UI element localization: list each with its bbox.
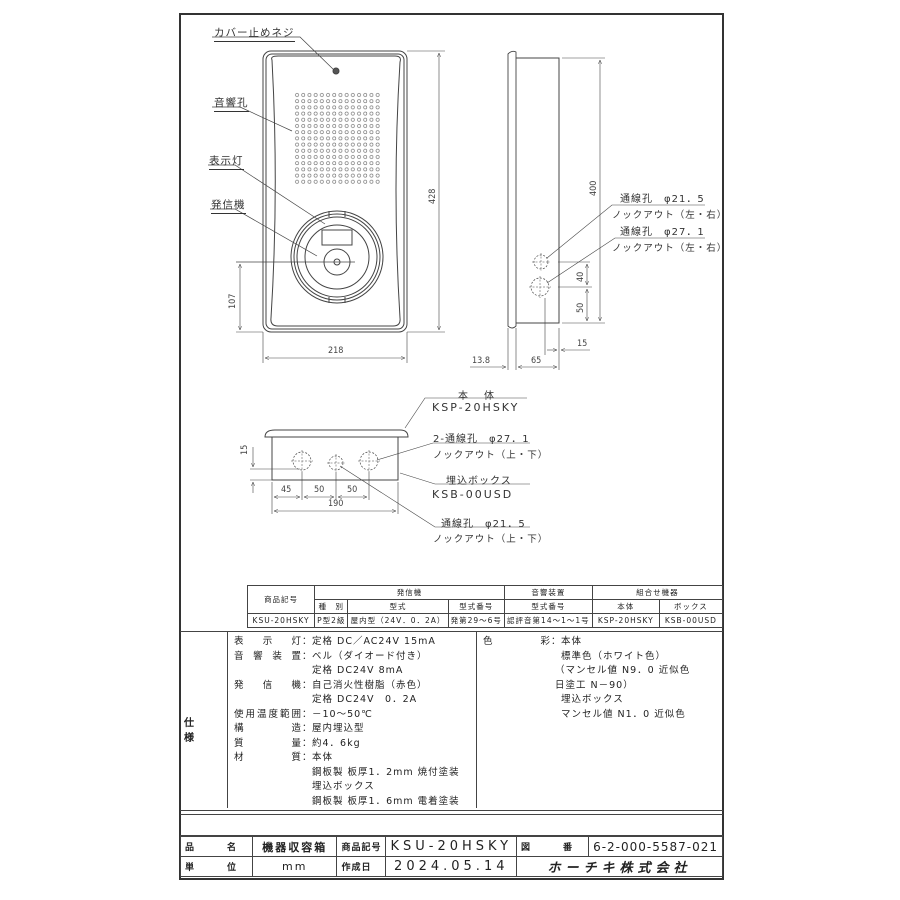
cell-body: KSP-20HSKY (591, 613, 660, 628)
label-knockout-27-1-bottom: 2-通線孔 φ27．1 (433, 434, 530, 445)
spec-value: 鋼板製 板厚1．2mm 焼付塗装 (312, 766, 460, 778)
bottom-view (250, 397, 530, 528)
code-label: 商品記号 (336, 836, 387, 857)
spec-value: 定格 DC24V 0．2A (312, 694, 418, 705)
drawing-sheet-border (179, 13, 724, 880)
spec-value: ベル（ダイオード付き） (312, 650, 428, 662)
label-knockout-21-5-bottom-sub: ノックアウト（上・下） (433, 534, 549, 545)
th-product-code: 商品記号 (246, 585, 316, 614)
label-knockout-21-5-side: 通線孔 φ21．5 (620, 194, 705, 205)
date-label: 作成日 (336, 856, 387, 877)
dim-hole-height-15: 15 (240, 444, 250, 455)
spec-value: 本体 (312, 752, 334, 763)
spec-key: 使用温度範囲 (234, 708, 302, 720)
dim-depth-65: 65 (531, 356, 542, 366)
spec-right-column: 色彩：本体 標準色（ホワイト色） （マンセル値 N9．0 近似色 日塗工 N－9… (483, 635, 719, 722)
th-body: 本体 (591, 599, 660, 614)
dim-total-190: 190 (328, 499, 344, 509)
dim-cover-13-8: 13.8 (472, 356, 491, 366)
th-model: 型式 (347, 599, 449, 614)
dim-transmitter-107: 107 (228, 293, 238, 309)
spec-value: 定格 DC／AC24V 15mA (312, 636, 436, 647)
label-body-model: KSP-20HSKY (432, 401, 520, 414)
dim-offset-50a: 50 (314, 485, 325, 495)
dim-height-428: 428 (428, 188, 438, 204)
th-sounder: 音響装置 (503, 585, 593, 600)
th-type: 種 別 (314, 599, 349, 614)
cell-type: P型2級 (314, 613, 349, 628)
spec-key: 色彩 (483, 636, 551, 647)
spec-left-column: 表示灯：定格 DC／AC24V 15mA 音響装置：ベル（ダイオード付き） 定格… (234, 635, 474, 809)
spec-value: －10～50℃ (312, 708, 373, 720)
spec-key: 構造 (234, 723, 302, 734)
label-knockout-21-5-bottom: 通線孔 φ21．5 (441, 519, 526, 530)
code-value: KSU-20HSKY (385, 836, 518, 857)
spec-value: 本体 (561, 636, 583, 647)
spec-value: 定格 DC24V 8mA (312, 665, 404, 676)
spec-value: （マンセル値 N9．0 近似色 (555, 665, 691, 676)
front-view (208, 36, 445, 363)
label-indicator-lamp: 表示灯 (209, 153, 244, 170)
spec-section-label: 仕 様 (180, 632, 228, 808)
label-knockout-27-1-side-sub: ノックアウト（左・右） (612, 243, 728, 254)
drawing-no-label: 図 番 (516, 836, 590, 857)
label-transmitter: 発信機 (211, 197, 246, 214)
drawing-no-value: 6-2-000-5587-021 (588, 836, 723, 857)
cell-box: KSB-00USD (658, 613, 724, 628)
dim-box-height-400: 400 (589, 180, 599, 196)
cell-sounder-model-number: 認評音第14～1～1号 (503, 613, 593, 628)
spec-value: 約4．6kg (312, 737, 361, 749)
product-row: KSU-20HSKY P型2級 屋内型（24V．0．2A） 発第29～6号 認評… (246, 613, 724, 628)
label-knockout-27-1-bottom-sub: ノックアウト（上・下） (433, 450, 549, 461)
label-embed-box: 埋込ボックス (446, 476, 512, 487)
th-box: ボックス (658, 599, 724, 614)
spec-key: 発信機 (234, 679, 302, 691)
th-transmitter: 発信機 (314, 585, 505, 600)
spec-value: 標準色（ホワイト色） (561, 650, 667, 662)
spec-key: 表示灯 (234, 636, 302, 647)
spec-value: マンセル値 N1．0 近似色 (561, 708, 686, 720)
title-block: 品 名 機器収容箱 商品記号 KSU-20HSKY 図 番 6-2-000-55… (179, 814, 723, 877)
spec-divider (476, 632, 477, 808)
product-table: 商品記号 発信機 音響装置 組合せ機器 種 別 型式 型式番号 型式番号 本体 … (246, 585, 724, 628)
spec-key: 音響装置 (234, 650, 302, 662)
spec-value: 鋼板製 板厚1．6mm 電着塗装 (312, 795, 460, 807)
company-logo: ホーチキ株式会社 (516, 856, 723, 877)
spec-value: 埋込ボックス (312, 781, 375, 792)
date-value: 2024.05.14 (385, 856, 518, 877)
name-value: 機器収容箱 (252, 836, 338, 857)
label-knockout-27-1-side: 通線孔 φ27．1 (620, 227, 705, 238)
spec-key: 材質 (234, 752, 302, 763)
title-spacer (180, 814, 723, 836)
name-label: 品 名 (179, 836, 254, 857)
th-model-number: 型式番号 (447, 599, 505, 614)
spec-value: 自己消火性樹脂（赤色） (312, 679, 428, 691)
dim-width-218: 218 (328, 346, 344, 356)
label-embed-box-model: KSB-00USD (432, 488, 514, 501)
dim-knockout-inset-15: 15 (577, 339, 588, 349)
label-body: 本 体 (458, 391, 497, 402)
dim-knockout-spacing-40: 40 (576, 271, 586, 282)
cell-model-number: 発第29～6号 (447, 613, 505, 628)
label-knockout-21-5-side-sub: ノックアウト（左・右） (612, 210, 728, 221)
spec-value: 日塗工 N－90） (555, 679, 634, 691)
dim-knockout-bottom-50: 50 (576, 302, 586, 313)
spec-value: 屋内埋込型 (312, 723, 365, 734)
cell-product-code: KSU-20HSKY (246, 613, 316, 628)
dim-offset-50b: 50 (347, 485, 358, 495)
cell-model: 屋内型（24V．0．2A） (347, 613, 449, 628)
spec-key: 質量 (234, 737, 302, 749)
sound-hole-grid (294, 92, 380, 184)
label-cover-screw: カバー止めネジ (214, 25, 295, 42)
unit-label: 単 位 (179, 856, 254, 877)
th-combination: 組合せ機器 (591, 585, 724, 600)
unit-value: mm (252, 856, 338, 877)
dim-offset-45: 45 (281, 485, 292, 495)
side-view (470, 50, 705, 370)
label-sound-holes: 音響孔 (214, 95, 249, 112)
specifications-block: 仕 様 表示灯：定格 DC／AC24V 15mA 音響装置：ベル（ダイオード付き… (180, 631, 723, 811)
spec-value: 埋込ボックス (561, 694, 624, 705)
th-sounder-model-number: 型式番号 (503, 599, 593, 614)
